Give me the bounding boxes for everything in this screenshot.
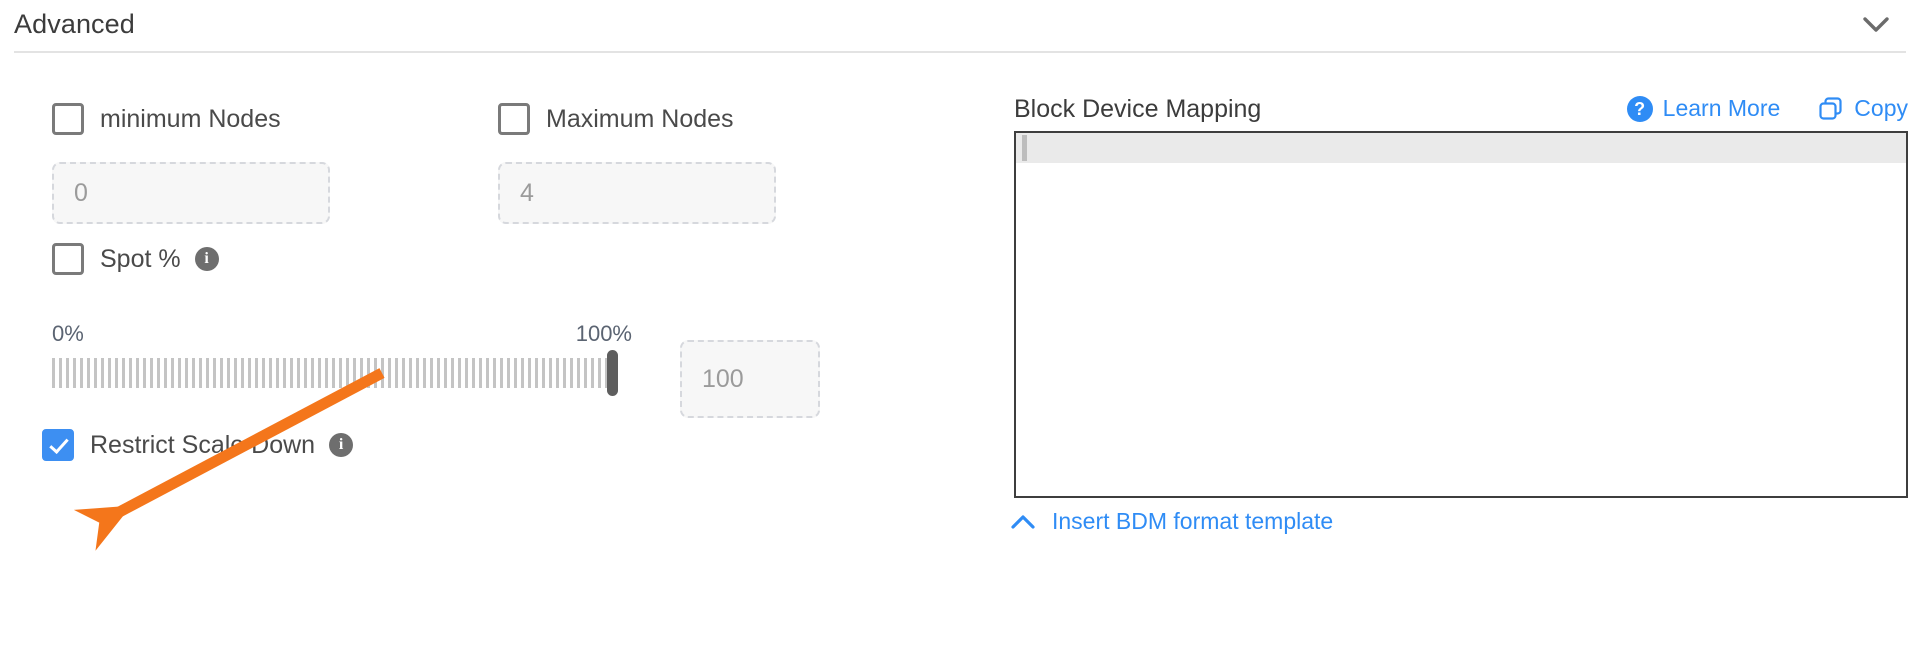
min-nodes-input[interactable]: 0: [52, 162, 330, 224]
chevron-up-icon: [1010, 513, 1036, 531]
checkmark-icon: [49, 433, 69, 455]
block-device-mapping-editor[interactable]: [1014, 131, 1908, 498]
restrict-scale-down-label: Restrict Scale Down: [90, 430, 316, 459]
max-nodes-input[interactable]: 4: [498, 162, 776, 224]
right-column: Block Device Mapping ? Learn More Copy: [960, 53, 1920, 656]
block-device-mapping-actions: ? Learn More Copy: [1626, 95, 1908, 122]
min-nodes-value: 0: [74, 178, 88, 207]
section-header: Advanced: [0, 0, 1920, 53]
restrict-scale-down-row[interactable]: Restrict Scale Down i: [42, 429, 354, 461]
slider-thumb[interactable]: [607, 350, 618, 396]
spot-percent-row[interactable]: Spot % i: [52, 243, 219, 275]
spot-percent-value: 100: [702, 364, 744, 393]
copy-icon[interactable]: [1818, 96, 1844, 122]
min-nodes-checkbox[interactable]: [52, 103, 84, 135]
page-title: Advanced: [14, 9, 135, 39]
chevron-down-icon[interactable]: [1860, 12, 1892, 38]
block-device-mapping-title: Block Device Mapping: [1014, 95, 1262, 123]
editor-body[interactable]: [1016, 163, 1906, 496]
info-icon[interactable]: i: [194, 247, 219, 271]
spot-percent-input[interactable]: 100: [680, 340, 820, 418]
question-mark-icon[interactable]: ?: [1626, 95, 1653, 122]
editor-active-line[interactable]: [1016, 133, 1906, 163]
slider-track[interactable]: [52, 358, 615, 388]
copy-link[interactable]: Copy: [1854, 95, 1908, 121]
restrict-scale-down-checkbox[interactable]: [42, 429, 74, 461]
max-nodes-label: Maximum Nodes: [546, 104, 734, 133]
editor-cursor: [1022, 135, 1027, 161]
learn-more-link[interactable]: Learn More: [1662, 95, 1781, 121]
max-nodes-checkbox[interactable]: [498, 103, 530, 135]
slider-min-label: 0%: [52, 321, 84, 346]
spot-percent-slider[interactable]: 0% 100%: [52, 321, 632, 396]
info-icon[interactable]: i: [329, 433, 354, 457]
min-nodes-row[interactable]: minimum Nodes: [52, 103, 281, 135]
insert-bdm-template-button[interactable]: Insert BDM format template: [1010, 508, 1333, 535]
max-nodes-row[interactable]: Maximum Nodes: [498, 103, 734, 135]
slider-range-labels: 0% 100%: [52, 321, 632, 349]
slider-max-label: 100%: [575, 321, 632, 346]
min-nodes-label: minimum Nodes: [100, 104, 281, 133]
spot-percent-label: Spot %: [100, 244, 181, 273]
header-divider: [14, 51, 1906, 53]
max-nodes-value: 4: [520, 178, 534, 207]
left-column: minimum Nodes 0 Maximum Nodes 4 Spot % i…: [0, 53, 960, 656]
spot-percent-checkbox[interactable]: [52, 243, 84, 275]
insert-bdm-template-label: Insert BDM format template: [1052, 508, 1334, 534]
